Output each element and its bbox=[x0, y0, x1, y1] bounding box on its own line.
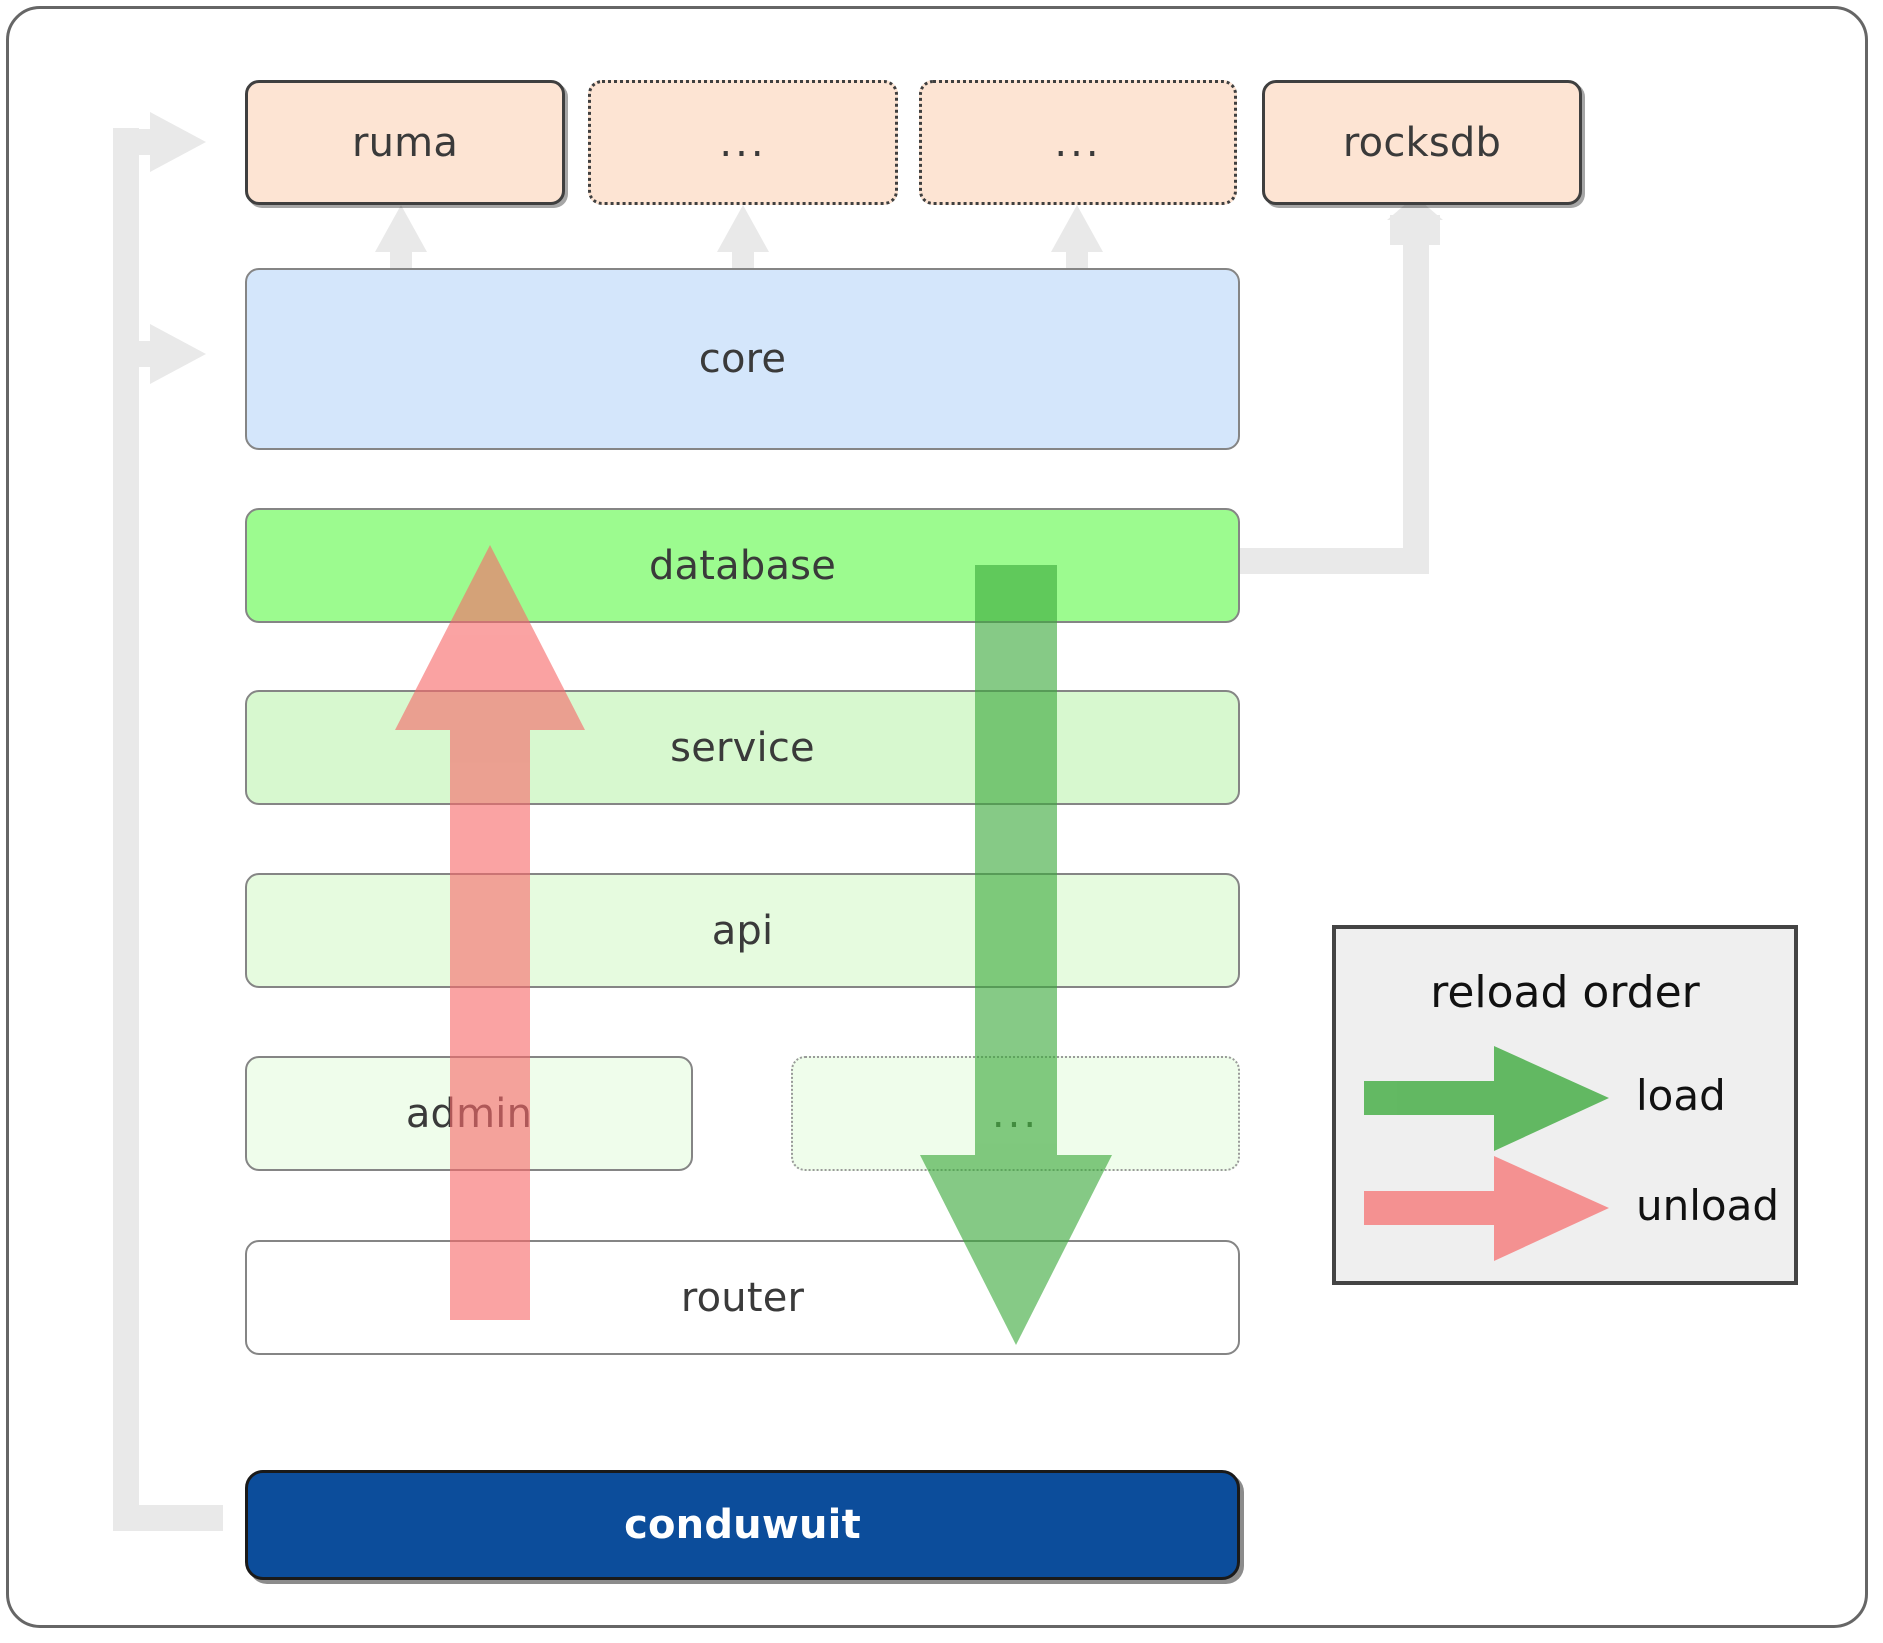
node-ruma[interactable]: ruma bbox=[245, 80, 565, 205]
node-admin[interactable]: admin bbox=[245, 1056, 693, 1171]
node-ext-2-label: ... bbox=[1054, 119, 1102, 166]
node-core-label: core bbox=[698, 336, 787, 382]
node-more-label: ... bbox=[991, 1090, 1040, 1137]
legend-row-unload: unload bbox=[1336, 1156, 1794, 1261]
node-service[interactable]: service bbox=[245, 690, 1240, 805]
legend-load-arrow-icon bbox=[1364, 1046, 1609, 1151]
legend-load-label: load bbox=[1636, 1071, 1726, 1120]
node-rocksdb[interactable]: rocksdb bbox=[1262, 80, 1582, 205]
node-ext-2[interactable]: ... bbox=[919, 80, 1237, 205]
node-conduwuit-label: conduwuit bbox=[624, 1502, 861, 1548]
legend-title: reload order bbox=[1430, 967, 1700, 1018]
node-database-label: database bbox=[648, 542, 837, 589]
node-api[interactable]: api bbox=[245, 873, 1240, 988]
node-service-label: service bbox=[670, 724, 815, 771]
node-admin-label: admin bbox=[405, 1090, 533, 1137]
node-router[interactable]: router bbox=[245, 1240, 1240, 1355]
node-rocksdb-label: rocksdb bbox=[1342, 119, 1502, 166]
legend-unload-arrow-icon bbox=[1364, 1156, 1609, 1261]
node-core[interactable]: core bbox=[245, 268, 1240, 450]
node-more[interactable]: ... bbox=[791, 1056, 1240, 1171]
node-conduwuit[interactable]: conduwuit bbox=[245, 1470, 1240, 1580]
node-database[interactable]: database bbox=[245, 508, 1240, 623]
node-ext-1[interactable]: ... bbox=[588, 80, 898, 205]
node-api-label: api bbox=[711, 907, 774, 954]
node-router-label: router bbox=[680, 1274, 805, 1321]
legend-unload-label: unload bbox=[1636, 1181, 1780, 1230]
node-ext-1-label: ... bbox=[719, 119, 767, 166]
legend-reload-order: reload order load unload bbox=[1332, 925, 1798, 1285]
legend-row-load: load bbox=[1336, 1046, 1794, 1151]
node-ruma-label: ruma bbox=[351, 119, 459, 166]
